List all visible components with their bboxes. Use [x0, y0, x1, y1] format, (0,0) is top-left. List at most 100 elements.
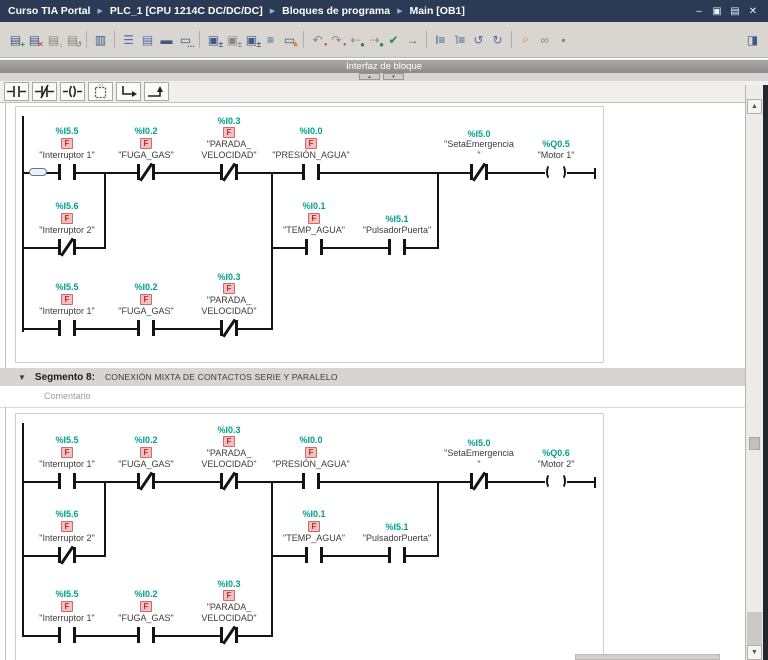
undo-icon[interactable]: ↶•: [312, 32, 327, 49]
vertical-scrollbar[interactable]: ▲ ▼: [745, 85, 763, 660]
jump-forward-icon[interactable]: ⇢●: [369, 32, 384, 49]
switch-off-icon[interactable]: ˥≡: [453, 32, 466, 47]
scroll-up-button[interactable]: ▲: [747, 99, 762, 114]
wire-vertical: [271, 172, 274, 330]
breadcrumb-plc[interactable]: PLC_1 [CPU 1214C DC/DC/DC]: [109, 5, 263, 17]
operand-address: %I5.1: [385, 522, 409, 532]
lock-icon[interactable]: ▪: [561, 32, 566, 47]
close-branch-button[interactable]: [144, 82, 169, 101]
force-badge: F: [61, 446, 73, 458]
operand-address: %I0.0: [299, 435, 323, 445]
operand-address: %I0.1: [302, 201, 326, 211]
no-contact-symbol: [58, 164, 76, 180]
reset-layout-icon[interactable]: ▤↺: [66, 32, 82, 49]
segment-label: Segmento 8:: [34, 371, 95, 383]
segment-title[interactable]: CONEXIÓN MIXTA DE CONTACTOS SERIE Y PARA…: [104, 372, 338, 382]
comment-placeholder: Comentario: [44, 391, 91, 401]
interface-collapse-down-button[interactable]: ▾: [383, 73, 404, 80]
tag-name: "PRESIÓN_AGUA": [272, 458, 350, 469]
jump-back-icon[interactable]: ⇠●: [350, 32, 365, 49]
open-contact-button[interactable]: [4, 82, 29, 101]
right-panel-edge: [763, 85, 768, 660]
force-badge: F: [308, 212, 320, 224]
insert-row-icon[interactable]: ▤+: [9, 32, 25, 49]
delete-row-icon[interactable]: ▤✕: [28, 32, 44, 49]
block-navigation-icon[interactable]: ▥: [94, 32, 107, 47]
force-badge: F: [140, 293, 152, 305]
toolbar-separator: [426, 31, 427, 48]
favorites-icon[interactable]: ▭★: [283, 32, 299, 49]
collapse-networks-icon[interactable]: ▤: [141, 32, 154, 47]
operand-address: %I0.2: [134, 589, 158, 599]
compile-icon[interactable]: ✔: [388, 32, 399, 47]
force-badge: F: [61, 600, 73, 612]
tag-name: "PRESIÓN_AGUA": [272, 149, 350, 160]
insert-row-after-icon[interactable]: ▤↓: [47, 32, 63, 49]
tag-name: "Interruptor 2": [39, 224, 95, 235]
segment8-comment-row[interactable]: Comentario: [0, 386, 745, 406]
operand-address: %I5.0: [467, 437, 491, 448]
tag-name: "PARADA_ VELOCIDAD": [201, 602, 257, 623]
tag-name: "FUGA_GAS": [118, 149, 174, 160]
nc-contact-symbol: [58, 545, 76, 565]
coil-button[interactable]: [60, 82, 85, 101]
nc-contact-symbol: [220, 471, 238, 491]
operand-address: %I0.2: [134, 282, 158, 292]
wire-vertical: [104, 172, 107, 249]
expand-networks-icon[interactable]: ☰: [123, 32, 134, 47]
show-branches-icon[interactable]: ≡: [266, 32, 274, 47]
horizontal-scrollbar-thumb[interactable]: [575, 654, 720, 660]
tag-name: "SetaEmergencia ": [444, 139, 514, 160]
operand-address: %I5.5: [55, 282, 79, 292]
power-rail: [22, 116, 25, 332]
minimize-button[interactable]: –: [696, 5, 702, 17]
tag-name: "Interruptor 1": [39, 458, 95, 469]
restore-button[interactable]: ▣: [712, 5, 722, 17]
block-interface-label: Interfaz de bloque: [345, 61, 423, 72]
go-offline-icon[interactable]: ↻: [492, 32, 503, 47]
tag-name: "FUGA_GAS": [118, 305, 174, 316]
maximize-button[interactable]: ▤: [730, 5, 740, 17]
absolute-operands-icon[interactable]: ▬: [160, 32, 173, 47]
wire-vertical: [437, 481, 440, 557]
interface-collapse-up-button[interactable]: ▴: [359, 73, 380, 80]
no-contact-symbol: [58, 627, 76, 643]
force-badge: F: [61, 293, 73, 305]
breadcrumb-main-ob1[interactable]: Main [OB1]: [409, 5, 465, 17]
selected-wire-segment[interactable]: [29, 168, 47, 176]
closed-contact-button[interactable]: [32, 82, 57, 101]
go-to-error-icon[interactable]: →: [406, 32, 419, 47]
insert-assign-box-icon[interactable]: ▣±: [245, 32, 261, 49]
split-editor-icon[interactable]: ◨: [746, 32, 759, 47]
go-online-icon[interactable]: ↺: [473, 32, 484, 47]
open-branch-button[interactable]: [116, 82, 141, 101]
insert-and-box-icon[interactable]: ▣±: [207, 32, 223, 49]
switch-on-icon[interactable]: l≡: [435, 32, 446, 47]
empty-box-button[interactable]: ??: [88, 82, 113, 101]
breadcrumb-project[interactable]: Curso TIA Portal: [8, 5, 91, 17]
scrollbar-lower-block: [747, 612, 762, 645]
redo-icon[interactable]: ↷•: [331, 32, 346, 49]
monitoring-glasses-icon[interactable]: ∞: [540, 32, 549, 47]
network-comments-icon[interactable]: ▭…: [179, 32, 195, 49]
segment-collapse-icon[interactable]: ▼: [18, 372, 26, 382]
no-contact-symbol: [388, 547, 406, 563]
title-bar: Curso TIA Portal ▶ PLC_1 [CPU 1214C DC/D…: [0, 0, 768, 22]
vertical-scrollbar-thumb[interactable]: [749, 437, 760, 450]
breadcrumb-program-blocks[interactable]: Bloques de programa: [282, 5, 391, 17]
operand-address: %I0.2: [134, 126, 158, 136]
insert-or-box-icon[interactable]: ▣±: [226, 32, 242, 49]
tag-name: "TEMP_AGUA": [283, 532, 345, 543]
segment8-header[interactable]: ▼ Segmento 8: CONEXIÓN MIXTA DE CONTACTO…: [0, 368, 745, 386]
scroll-down-button[interactable]: ▼: [747, 645, 762, 660]
coil-symbol: [545, 473, 567, 489]
tag-name: "FUGA_GAS": [118, 458, 174, 469]
close-button[interactable]: ✕: [748, 5, 758, 17]
find-in-project-icon[interactable]: ⌕: [522, 32, 529, 46]
force-badge: F: [140, 600, 152, 612]
tag-name: "Motor 2": [537, 458, 575, 469]
wire-vertical: [104, 481, 107, 557]
force-badge: F: [305, 137, 317, 149]
force-badge: F: [305, 446, 317, 458]
